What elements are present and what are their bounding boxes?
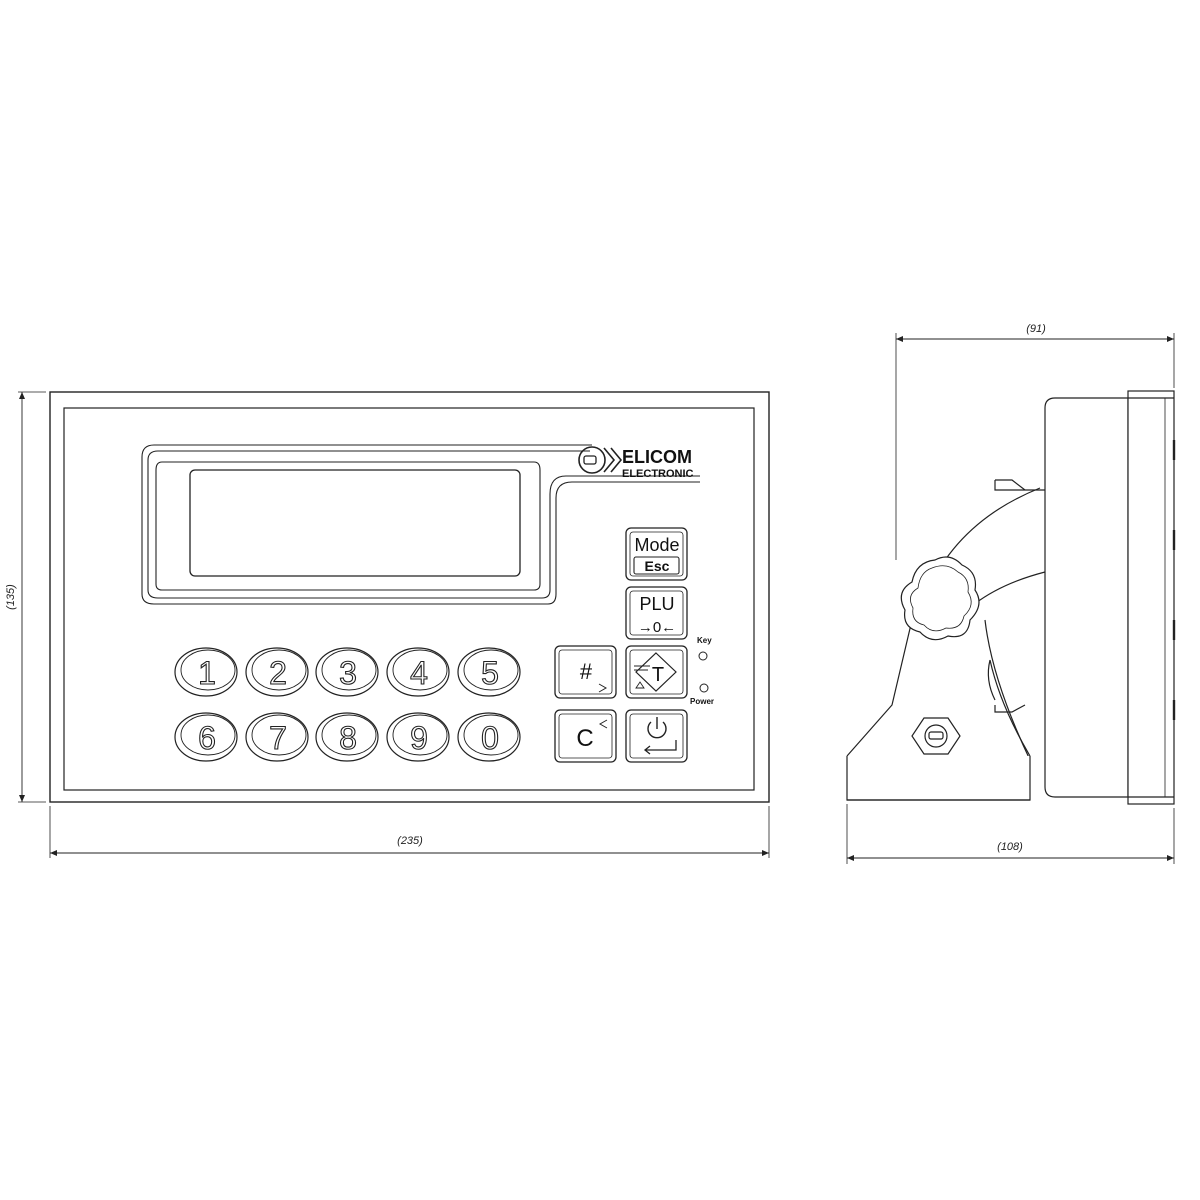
power-enter-key[interactable]: [625, 709, 688, 763]
depth-dimension-label: (91): [1026, 323, 1046, 335]
key-2[interactable]: 2: [245, 647, 309, 697]
key-5[interactable]: 5: [457, 647, 521, 697]
key-5-label: 5: [481, 655, 499, 691]
key-4[interactable]: 4: [386, 647, 450, 697]
key-2-label: 2: [269, 655, 287, 691]
front-panel-outer: [49, 391, 770, 803]
front-bezel-side: [1127, 390, 1175, 805]
hash-label: #: [580, 659, 593, 684]
front-view: ELICOM ELECTRONIC 1 2 3 4: [5, 391, 770, 858]
width-dimension-label: (235): [397, 835, 423, 847]
mode-esc-key[interactable]: Mode Esc: [625, 527, 688, 581]
left-arrow-icon: [598, 719, 608, 729]
clear-label: C: [576, 725, 593, 752]
base-depth-dimension-label: (108): [997, 841, 1023, 853]
key-8-label: 8: [339, 720, 357, 756]
key-9[interactable]: 9: [386, 712, 450, 762]
clear-key[interactable]: C: [554, 709, 617, 763]
key-6-label: 6: [198, 720, 216, 756]
hash-key[interactable]: #: [554, 645, 617, 699]
key-7[interactable]: 7: [245, 712, 309, 762]
key-3-label: 3: [339, 655, 357, 691]
power-indicator-label: Power: [690, 697, 714, 706]
up-arrow-icon: [635, 681, 645, 689]
key-indicator: Key: [697, 636, 712, 661]
housing-body: [1044, 397, 1129, 798]
plu-zero-key[interactable]: PLU →0←: [625, 586, 688, 640]
tare-label: T: [652, 664, 664, 686]
key-1[interactable]: 1: [174, 647, 238, 697]
key-0-label: 0: [481, 720, 499, 756]
numeric-keypad: 1 2 3 4 5: [174, 647, 521, 762]
height-dimension: (135): [5, 391, 46, 803]
key-led-icon: [698, 651, 708, 661]
power-indicator: Power: [690, 683, 714, 706]
elicom-logo: [578, 446, 623, 474]
power-icon: [647, 717, 667, 739]
esc-label: Esc: [645, 558, 670, 574]
brand-subtitle: ELECTRONIC: [622, 468, 694, 480]
width-dimension: (235): [49, 806, 770, 858]
key-indicator-label: Key: [697, 636, 712, 645]
key-8[interactable]: 8: [315, 712, 379, 762]
zero-label: →0←: [638, 619, 676, 636]
key-0[interactable]: 0: [457, 712, 521, 762]
key-7-label: 7: [269, 720, 287, 756]
plu-label: PLU: [639, 594, 674, 614]
key-1-label: 1: [198, 655, 216, 691]
right-arrow-icon: [598, 683, 608, 693]
key-4-label: 4: [410, 655, 428, 691]
key-3[interactable]: 3: [315, 647, 379, 697]
height-dimension-label: (135): [5, 584, 17, 610]
power-led-icon: [699, 683, 709, 693]
tare-key[interactable]: T: [625, 645, 688, 699]
display-bezel: [141, 444, 700, 605]
enter-arrow-icon: [643, 740, 677, 755]
key-6[interactable]: 6: [174, 712, 238, 762]
base-depth-dimension: (108): [846, 804, 1175, 864]
lcd-display: [189, 469, 521, 577]
key-9-label: 9: [410, 720, 428, 756]
side-logo-icon: [911, 717, 961, 755]
tilt-knob-icon: [900, 556, 980, 641]
brand-name: ELICOM: [622, 447, 692, 467]
depth-dimension: (91): [895, 323, 1175, 560]
mode-label: Mode: [634, 535, 679, 555]
side-view: [846, 390, 1176, 805]
front-panel-inner: [63, 407, 755, 791]
